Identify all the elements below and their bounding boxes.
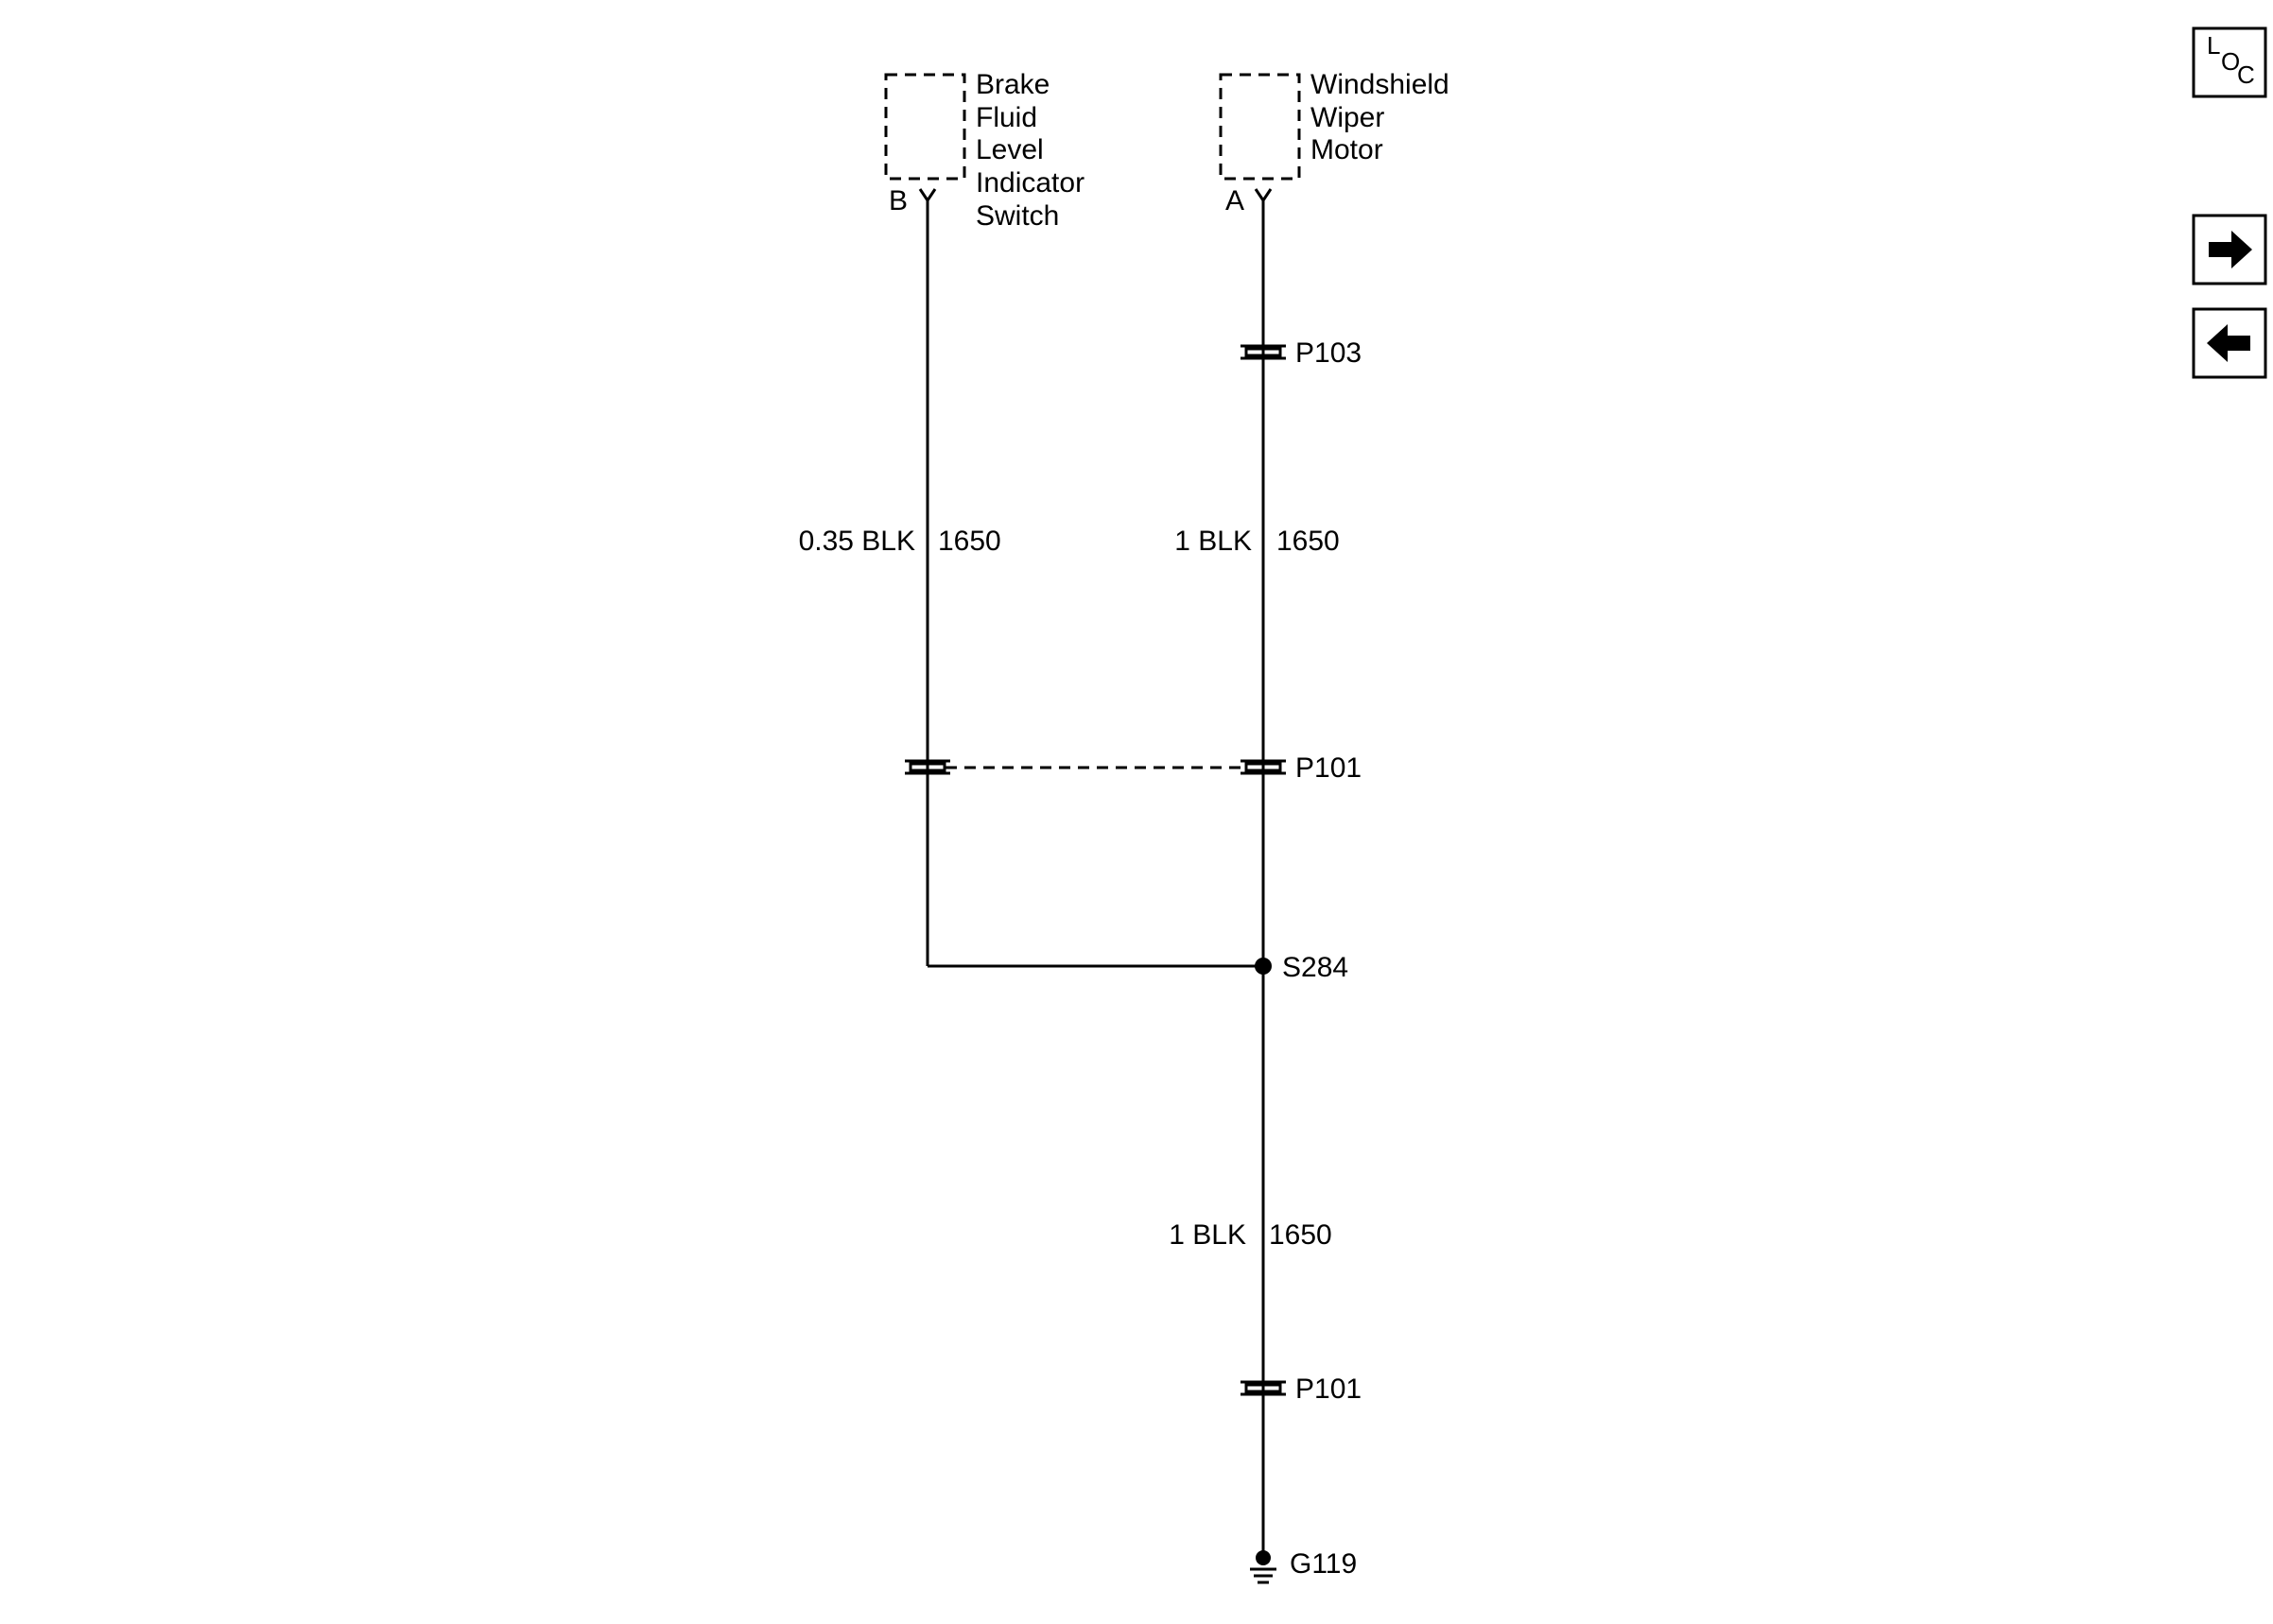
- splice-dot: [1255, 958, 1272, 975]
- brake-switch-label-line-5: Switch: [976, 200, 1059, 232]
- splice-s284: S284: [1255, 952, 1348, 983]
- ground-g119: G119: [1250, 1548, 1357, 1584]
- splice-label: S284: [1282, 952, 1348, 983]
- connector-p103-label: P103: [1295, 337, 1362, 369]
- wiper-motor-pin-label: A: [1225, 185, 1244, 216]
- brake-switch-pin-label: B: [889, 185, 908, 216]
- brake-switch-box: [884, 73, 966, 181]
- brake-switch-label-line-3: Level: [976, 134, 1044, 165]
- brake-switch-label-line-1: Brake: [976, 69, 1050, 100]
- connector-p103-body: [1244, 347, 1282, 357]
- loc-letter-l: L: [2207, 31, 2220, 60]
- connector-p101-lower-body: [1244, 1383, 1282, 1393]
- arrow-left-icon: [2207, 324, 2250, 362]
- wires: [926, 200, 1265, 1555]
- left-wire-circuit: 1650: [938, 526, 1001, 557]
- lower-wire-gauge-color: 1 BLK: [1169, 1219, 1246, 1251]
- pin-terminal-icon: [1254, 188, 1273, 203]
- loc-letter-c: C: [2237, 60, 2255, 89]
- connector-p101-left-body: [909, 762, 946, 772]
- loc-button[interactable]: L O C: [2192, 26, 2267, 98]
- windshield-wiper-motor: Windshield Wiper Motor A: [1219, 69, 1449, 216]
- loc-letter-o: O: [2221, 47, 2240, 76]
- connector-p101-lower: P101: [1241, 1373, 1362, 1405]
- wiper-motor-label-line-1: Windshield: [1310, 69, 1449, 100]
- connector-p101-lower-label: P101: [1295, 1373, 1362, 1405]
- brake-switch-label-line-4: Indicator: [976, 167, 1084, 199]
- wiper-motor-label-line-3: Motor: [1310, 134, 1383, 165]
- ground-dot: [1256, 1550, 1271, 1565]
- wire-labels: 0.35 BLK 1650 1 BLK 1650 1 BLK 1650: [799, 526, 1340, 1251]
- loc-button-frame[interactable]: [2192, 26, 2267, 98]
- next-page-button[interactable]: [2192, 214, 2267, 285]
- connector-p101-upper: P101: [1241, 752, 1362, 784]
- brake-switch-label-line-2: Fluid: [976, 102, 1037, 133]
- arrow-right-icon: [2209, 231, 2252, 268]
- pin-terminal-icon: [918, 188, 937, 203]
- prev-page-button[interactable]: [2192, 307, 2267, 379]
- connector-p101-right-body: [1244, 762, 1282, 772]
- wiper-motor-box: [1219, 73, 1301, 181]
- ground-label: G119: [1290, 1548, 1357, 1580]
- left-wire-gauge-color: 0.35 BLK: [799, 526, 915, 557]
- wiper-motor-label-line-2: Wiper: [1310, 102, 1384, 133]
- brake-fluid-level-switch: Brake Fluid Level Indicator Switch B: [884, 69, 1084, 232]
- connector-p101-upper-left: [905, 759, 950, 775]
- right-wire-circuit: 1650: [1276, 526, 1340, 557]
- lower-wire-circuit: 1650: [1269, 1219, 1332, 1251]
- connector-p103: P103: [1241, 337, 1362, 369]
- connector-p101-upper-label: P101: [1295, 752, 1362, 784]
- right-wire-gauge-color: 1 BLK: [1174, 526, 1252, 557]
